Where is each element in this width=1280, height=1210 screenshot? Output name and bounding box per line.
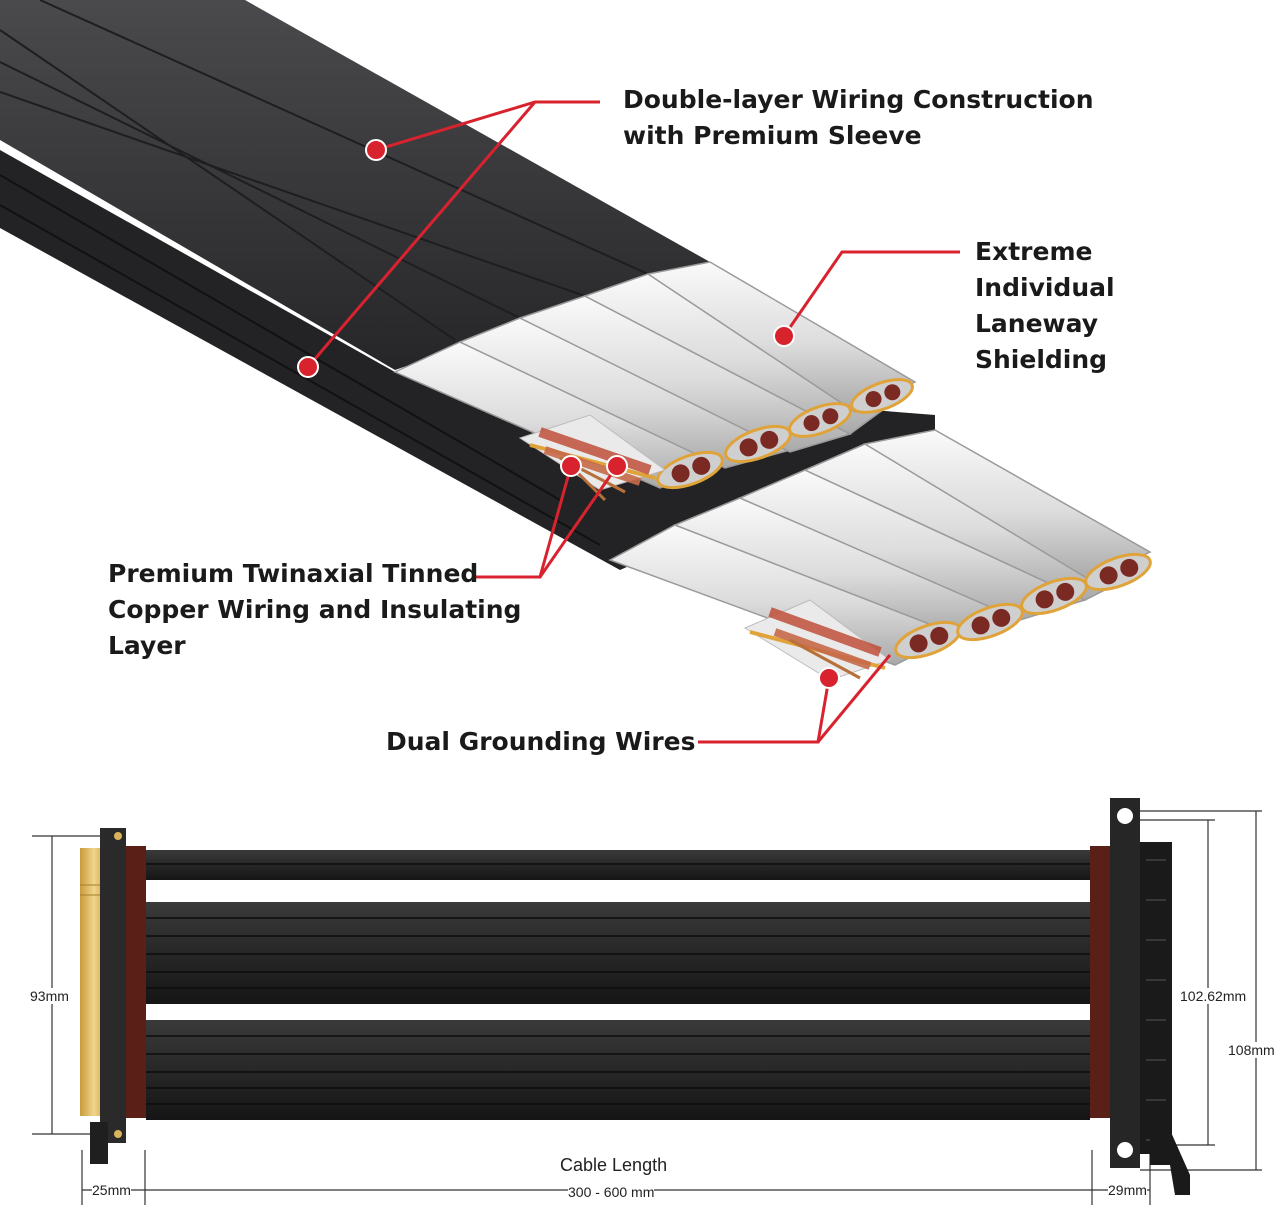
callout-dots bbox=[297, 139, 840, 689]
callout-line: Individual bbox=[975, 273, 1115, 302]
dim-right-width: 29mm bbox=[1108, 1182, 1147, 1198]
dim-cable-length-label: Cable Length bbox=[560, 1155, 668, 1175]
callout-line: Dual Grounding Wires bbox=[386, 727, 696, 756]
dim-right-height-inner: 102.62mm bbox=[1180, 988, 1247, 1004]
left-brown-clamp bbox=[126, 846, 146, 1118]
callout-line: Copper Wiring and Insulating bbox=[108, 595, 522, 624]
lower-shield-lanes bbox=[608, 429, 1152, 666]
left-pcb-connector bbox=[80, 828, 126, 1164]
dim-left-width: 25mm bbox=[92, 1182, 131, 1198]
upper-sleeve bbox=[0, 0, 710, 370]
ribbon-cables bbox=[146, 850, 1090, 1120]
callout-line: Layer bbox=[108, 631, 186, 660]
callout-line: Laneway bbox=[975, 309, 1099, 338]
dim-right-height-outer: 108mm bbox=[1228, 1042, 1275, 1058]
callout-line: Premium Twinaxial Tinned bbox=[108, 559, 479, 588]
callout-shielding: Extreme Individual Laneway Shielding bbox=[975, 234, 1115, 378]
callout-line: with Premium Sleeve bbox=[623, 121, 922, 150]
upper-shield-lanes bbox=[393, 261, 917, 489]
callout-twinaxial: Premium Twinaxial Tinned Copper Wiring a… bbox=[108, 556, 521, 664]
callout-double-layer: Double-layer Wiring Construction with Pr… bbox=[623, 82, 1094, 154]
callout-line: Shielding bbox=[975, 345, 1108, 374]
exposed-wires-lower bbox=[743, 599, 892, 681]
callout-grounding: Dual Grounding Wires bbox=[386, 724, 696, 760]
dim-cable-length-range: 300 - 600 mm bbox=[568, 1184, 655, 1200]
right-pcb-slot bbox=[1110, 798, 1190, 1195]
lane-cut-ends bbox=[656, 378, 1152, 660]
callout-line: Extreme bbox=[975, 237, 1093, 266]
leader-lines bbox=[306, 100, 960, 744]
right-brown-clamp bbox=[1090, 846, 1110, 1118]
dim-left-height: 93mm bbox=[30, 988, 69, 1004]
callout-line: Double-layer Wiring Construction bbox=[623, 85, 1094, 114]
